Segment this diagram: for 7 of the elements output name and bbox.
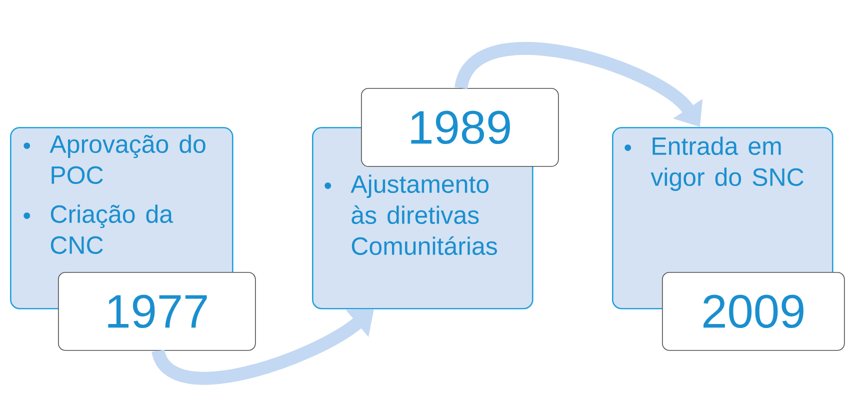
bullet-item: Criação da CNC <box>24 204 174 254</box>
year-box: 2009 <box>662 272 845 351</box>
year-box: 1989 <box>361 88 559 167</box>
year-box: 1977 <box>58 272 256 351</box>
bullet-item: Aprovação do POC <box>24 134 206 184</box>
bullet-item: Entrada em vigor do SNC <box>624 136 804 191</box>
bullet-item: Ajustamento às diretivas Comunitárias <box>324 174 497 255</box>
